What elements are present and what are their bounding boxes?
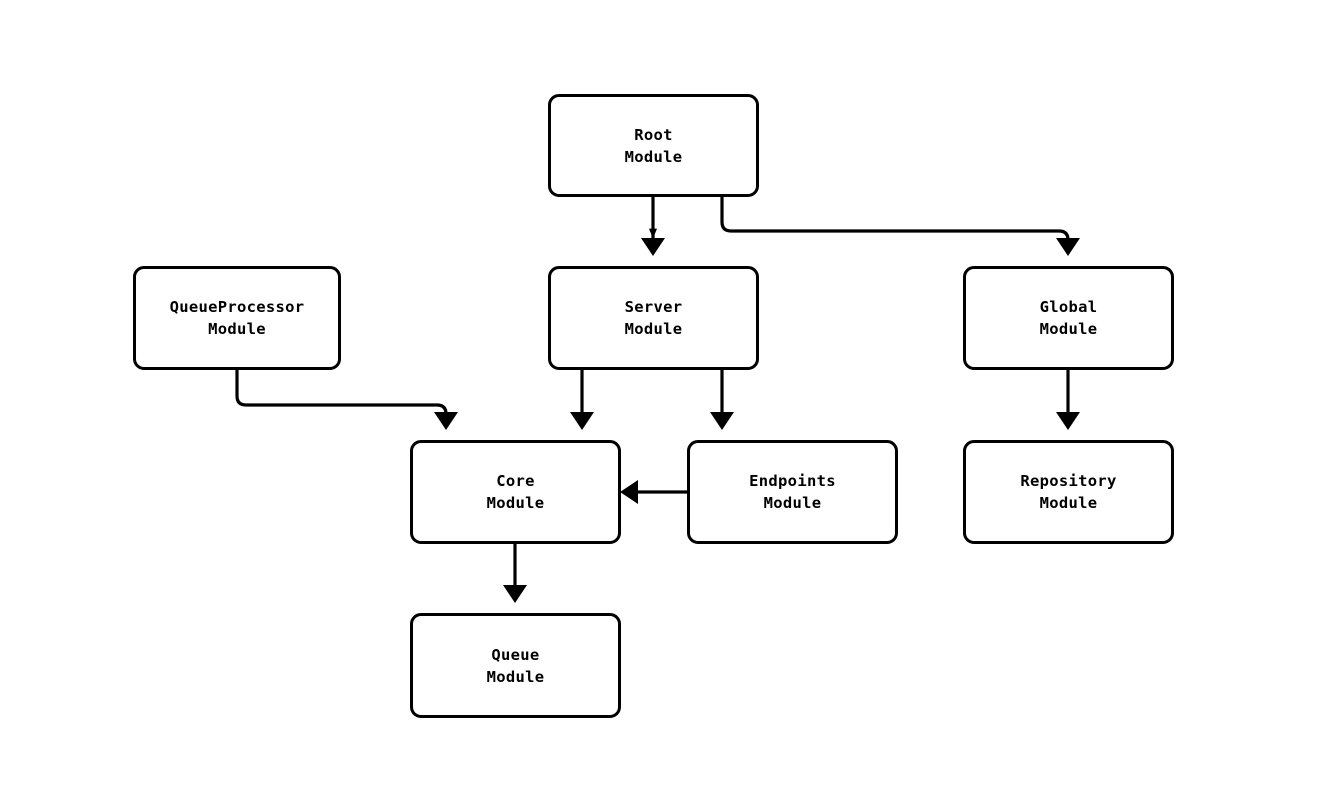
edge-queueprocessor-to-core xyxy=(235,370,458,430)
node-global-module-line1: Global xyxy=(1039,298,1098,316)
node-repository-module-line1: Repository xyxy=(1020,472,1117,490)
node-root-module-line2: Module xyxy=(624,147,683,166)
node-global-module-line2: Module xyxy=(1039,320,1098,338)
node-core-module-line1: Core xyxy=(496,472,535,490)
node-endpoints-module-line2: Module xyxy=(763,494,822,512)
node-core-module[interactable]: Core Module xyxy=(410,440,621,544)
node-queueprocessor-module-line2: Module xyxy=(208,320,266,338)
node-root-module-line1: Root xyxy=(634,125,673,144)
edge-global-to-repository xyxy=(1056,370,1080,430)
node-global-module[interactable]: Global Module xyxy=(963,266,1174,370)
edge-core-to-queue xyxy=(503,544,527,603)
node-queue-module-line1: Queue xyxy=(491,645,540,664)
node-server-module-line2: Module xyxy=(624,320,683,338)
node-core-module-line2: Module xyxy=(486,494,545,512)
node-root-module[interactable]: Root Module xyxy=(548,94,759,197)
edge-endpoints-to-core xyxy=(620,480,687,504)
node-queue-module[interactable]: Queue Module xyxy=(410,613,621,718)
node-repository-module[interactable]: Repository Module xyxy=(963,440,1174,544)
edge-root-to-server xyxy=(641,197,665,256)
edge-server-to-endpoints xyxy=(710,370,734,430)
node-queue-module-line2: Module xyxy=(486,667,545,686)
node-repository-module-line2: Module xyxy=(1039,494,1098,512)
node-queueprocessor-module-line1: QueueProcessor xyxy=(169,298,305,316)
node-endpoints-module[interactable]: Endpoints Module xyxy=(687,440,898,544)
node-queueprocessor-module[interactable]: QueueProcessor Module xyxy=(133,266,341,370)
node-server-module[interactable]: Server Module xyxy=(548,266,759,370)
edge-root-to-global xyxy=(720,197,1080,256)
edge-server-to-core xyxy=(570,370,594,430)
node-endpoints-module-line1: Endpoints xyxy=(749,472,836,490)
node-server-module-line1: Server xyxy=(624,298,683,316)
